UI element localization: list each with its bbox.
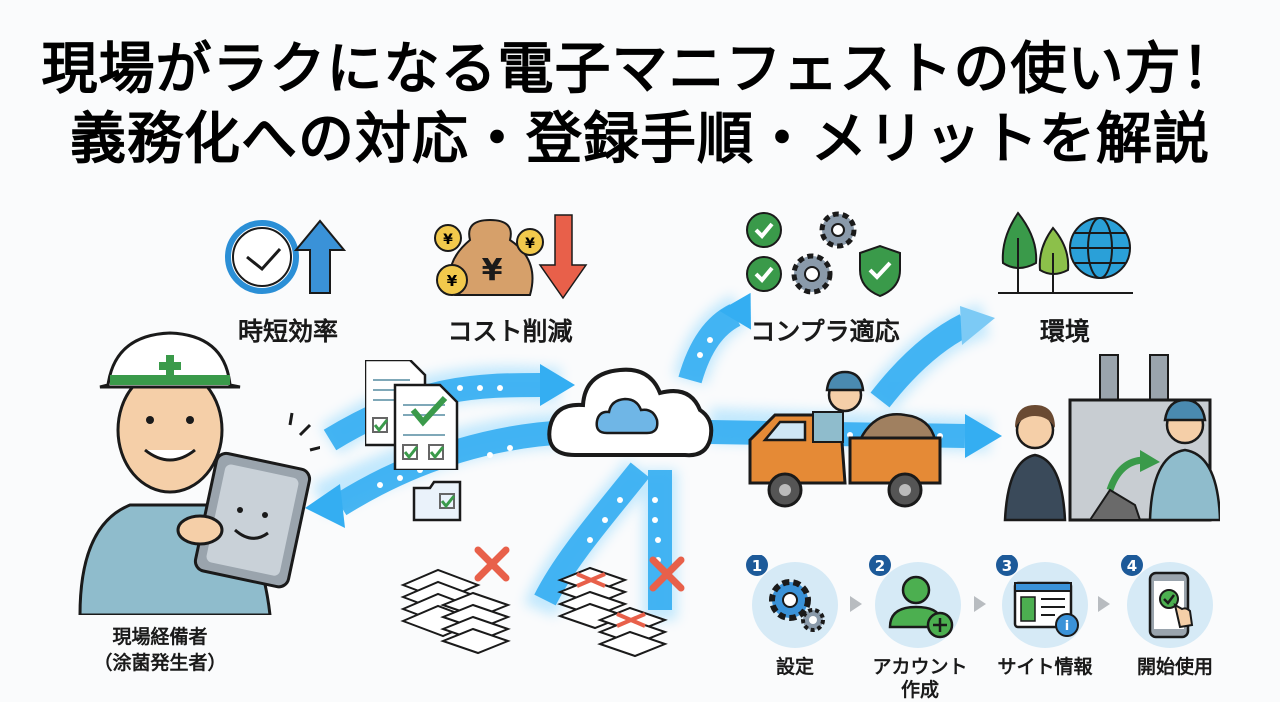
step-2-number: 2 xyxy=(874,557,886,575)
waste-truck-illustration xyxy=(748,370,942,508)
gears-checks-shield-icon xyxy=(746,211,901,298)
step-arrow-icon xyxy=(850,596,862,612)
step-arrow-icon xyxy=(974,596,986,612)
headline-line-2: 義務化への対応・登録手順・メリットを解説 xyxy=(70,107,1210,172)
arrowhead-plant xyxy=(965,414,1002,458)
checked-folder-icon xyxy=(412,480,462,522)
arrowhead-compliance xyxy=(719,292,751,330)
site-info-icon: i xyxy=(1013,581,1079,637)
benefit-label-cost: コスト削減 xyxy=(447,317,573,346)
step-1-label: 設定 xyxy=(775,656,814,678)
benefit-label-environment: 環境 xyxy=(1039,317,1090,346)
step-4-number: 4 xyxy=(1126,557,1138,575)
worker-label-line2: （涂菌発生者） xyxy=(93,652,227,674)
benefit-label-time: 時短効率 xyxy=(237,317,338,346)
step-4-label: 開始使用 xyxy=(1136,656,1213,678)
cloud-server-icon xyxy=(547,367,714,458)
step-1-circle xyxy=(746,555,838,648)
flow-arrow-to-environment xyxy=(870,314,971,408)
paper-stack-crossed-icon xyxy=(400,546,511,655)
paper-stack-crossed-icon-2 xyxy=(557,556,685,658)
clock-up-arrow-icon xyxy=(225,219,347,294)
gear-icon xyxy=(769,579,825,632)
svg-text:¥: ¥ xyxy=(525,236,535,252)
tablet-device xyxy=(193,451,312,589)
arrowhead-cloud xyxy=(540,364,575,406)
money-bag-down-arrow-icon: ¥ ¥ ¥ ¥ xyxy=(434,214,588,300)
svg-text:¥: ¥ xyxy=(447,272,458,290)
site-worker-illustration xyxy=(78,331,320,615)
step-4-circle xyxy=(1121,555,1213,648)
arrowhead-tablet xyxy=(305,484,345,528)
step-3-circle: i xyxy=(996,555,1088,648)
benefit-label-compliance: コンプラ適応 xyxy=(750,317,900,346)
flow-arrow-to-paper-stack-1 xyxy=(534,462,650,606)
step-3-number: 3 xyxy=(1001,557,1013,575)
checked-documents-icon xyxy=(365,360,459,470)
phone-check-icon xyxy=(1148,571,1194,639)
treatment-plant-illustration xyxy=(1003,354,1220,522)
step-3-label: サイト情報 xyxy=(997,656,1093,678)
step-1-number: 1 xyxy=(751,557,763,575)
step-2-label-line1: アカウント xyxy=(872,656,968,678)
step-2-label-line2: 作成 xyxy=(900,679,939,701)
flow-arrow-to-tablet xyxy=(333,420,571,516)
step-arrow-icon xyxy=(1098,596,1110,612)
step-2-circle xyxy=(869,555,961,648)
add-user-icon xyxy=(888,575,954,639)
worker-label-line1: 現場経備者 xyxy=(112,626,208,648)
arrowhead-environment xyxy=(960,306,995,345)
trees-globe-icon xyxy=(998,211,1133,294)
headline-line-1: 現場がラクになる電子マニフェストの使い方！ xyxy=(41,37,1239,102)
svg-text:i: i xyxy=(1065,619,1069,634)
svg-text:¥: ¥ xyxy=(443,232,453,248)
svg-text:¥: ¥ xyxy=(482,253,503,288)
